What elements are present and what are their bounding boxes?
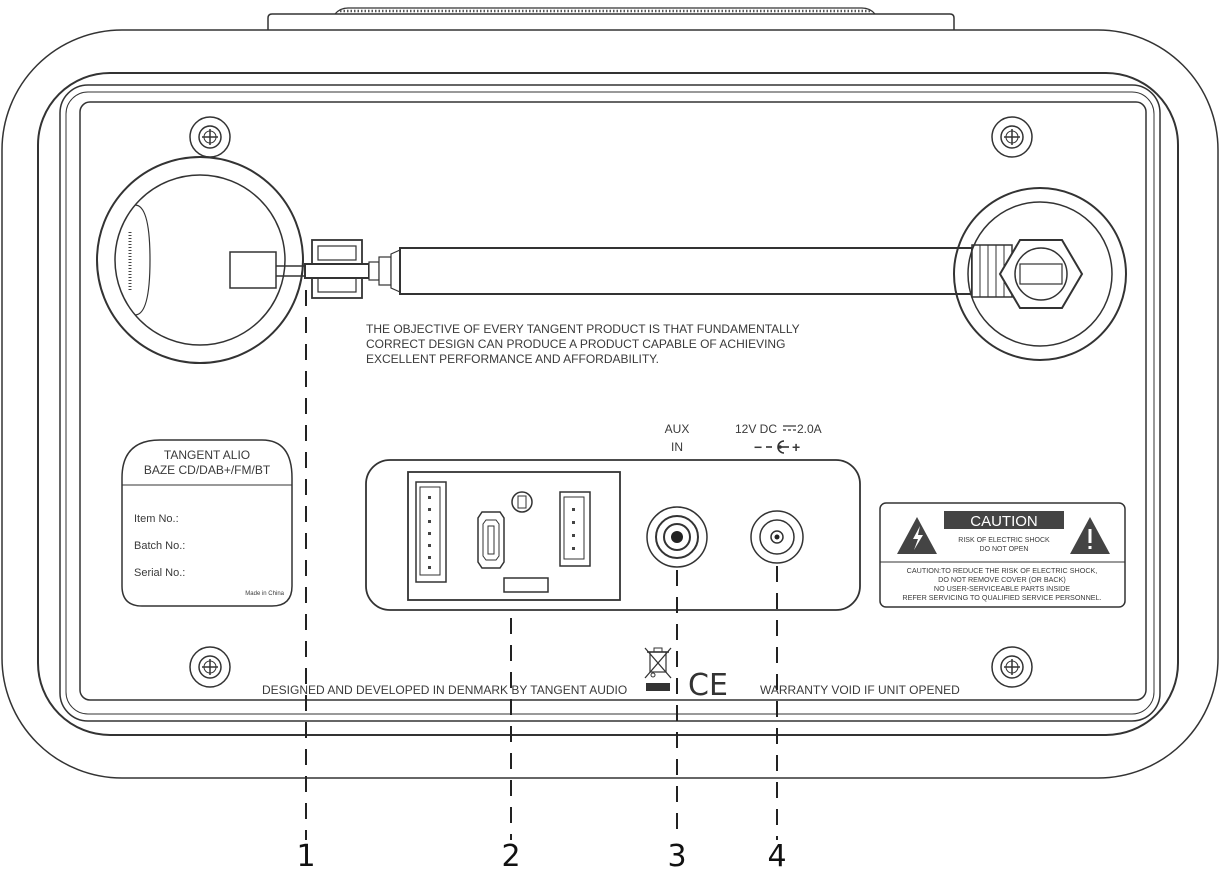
- callout-number-4: 4: [767, 839, 786, 870]
- objective-line-1: THE OBJECTIVE OF EVERY TANGENT PRODUCT I…: [366, 322, 800, 336]
- item-no-label: Item No.:: [134, 513, 179, 525]
- caution-title: CAUTION: [970, 513, 1038, 530]
- caution-body-2: DO NOT REMOVE COVER (OR BACK): [938, 575, 1066, 584]
- connector-panel: [365, 459, 861, 611]
- caution-warning-box: CAUTION RISK OF ELECTRIC SHOCK DO NOT OP…: [879, 502, 1126, 608]
- polarity-plus: +: [792, 439, 800, 455]
- batch-no-label: Batch No.:: [134, 540, 185, 552]
- telescopic-antenna: [229, 239, 1013, 299]
- objective-statement: THE OBJECTIVE OF EVERY TANGENT PRODUCT I…: [366, 322, 800, 366]
- cabinet-outer: [1, 29, 1219, 779]
- callout-lines: [305, 290, 778, 840]
- power-current: 2.0A: [797, 422, 822, 436]
- callout-number-3: 3: [667, 839, 686, 870]
- dc-power-jack: [750, 510, 804, 564]
- aux-label-line-1: AUX: [665, 422, 690, 436]
- screw-icon: [991, 116, 1033, 158]
- caution-body-3: NO USER-SERVICEABLE PARTS INSIDE: [934, 584, 1070, 593]
- objective-line-3: EXCELLENT PERFORMANCE AND AFFORDABILITY.: [366, 352, 659, 366]
- top-grille: [267, 7, 955, 30]
- service-connector-right: [559, 491, 591, 567]
- electric-shock-warning-icon: [897, 517, 937, 554]
- serial-no-label: Serial No.:: [134, 567, 185, 579]
- exclamation-warning-icon: [1070, 517, 1110, 554]
- switch-slot: [503, 577, 549, 593]
- objective-line-2: CORRECT DESIGN CAN PRODUCE A PRODUCT CAP…: [366, 337, 785, 351]
- antenna-recess: [96, 156, 304, 364]
- made-in-label: Made in China: [245, 591, 284, 597]
- screw-icon: [189, 646, 231, 688]
- cabinet-inner: [37, 72, 1179, 736]
- aux-label-line-2: IN: [671, 440, 683, 454]
- caution-body-1: CAUTION:TO REDUCE THE RISK OF ELECTRIC S…: [907, 566, 1098, 575]
- mini-usb-port: [477, 511, 505, 569]
- callout-number-1: 1: [296, 839, 315, 870]
- caution-sub-2: DO NOT OPEN: [980, 546, 1029, 553]
- callout-number-2: 2: [501, 839, 520, 870]
- screw-icon: [189, 116, 231, 158]
- back-panel: [79, 101, 1147, 701]
- warranty-void-text: WARRANTY VOID IF UNIT OPENED: [760, 683, 960, 697]
- antenna-mount: [953, 187, 1127, 361]
- product-name: TANGENT ALIO: [164, 448, 250, 462]
- power-voltage: 12V DC: [735, 422, 777, 436]
- product-model: BAZE CD/DAB+/FM/BT: [144, 463, 271, 477]
- polarity-minus: −: [754, 439, 762, 455]
- caution-sub-1: RISK OF ELECTRIC SHOCK: [958, 537, 1050, 544]
- screw-icon: [991, 646, 1033, 688]
- service-connector-left: [415, 481, 447, 583]
- aux-in-jack: [646, 506, 708, 568]
- weee-bin-icon: [644, 647, 672, 691]
- caution-body-4: REFER SERVICING TO QUALIFIED SERVICE PER…: [902, 593, 1101, 602]
- reset-hole: [511, 491, 533, 513]
- product-label-plate: TANGENT ALIO BAZE CD/DAB+/FM/BT Item No.…: [121, 439, 293, 607]
- ce-mark: CE: [688, 668, 728, 703]
- power-rating-label: 12V DC 2.0A − +: [735, 422, 822, 455]
- designed-in-denmark-text: DESIGNED AND DEVELOPED IN DENMARK BY TAN…: [262, 683, 627, 697]
- polarity-center-icon: [766, 440, 789, 454]
